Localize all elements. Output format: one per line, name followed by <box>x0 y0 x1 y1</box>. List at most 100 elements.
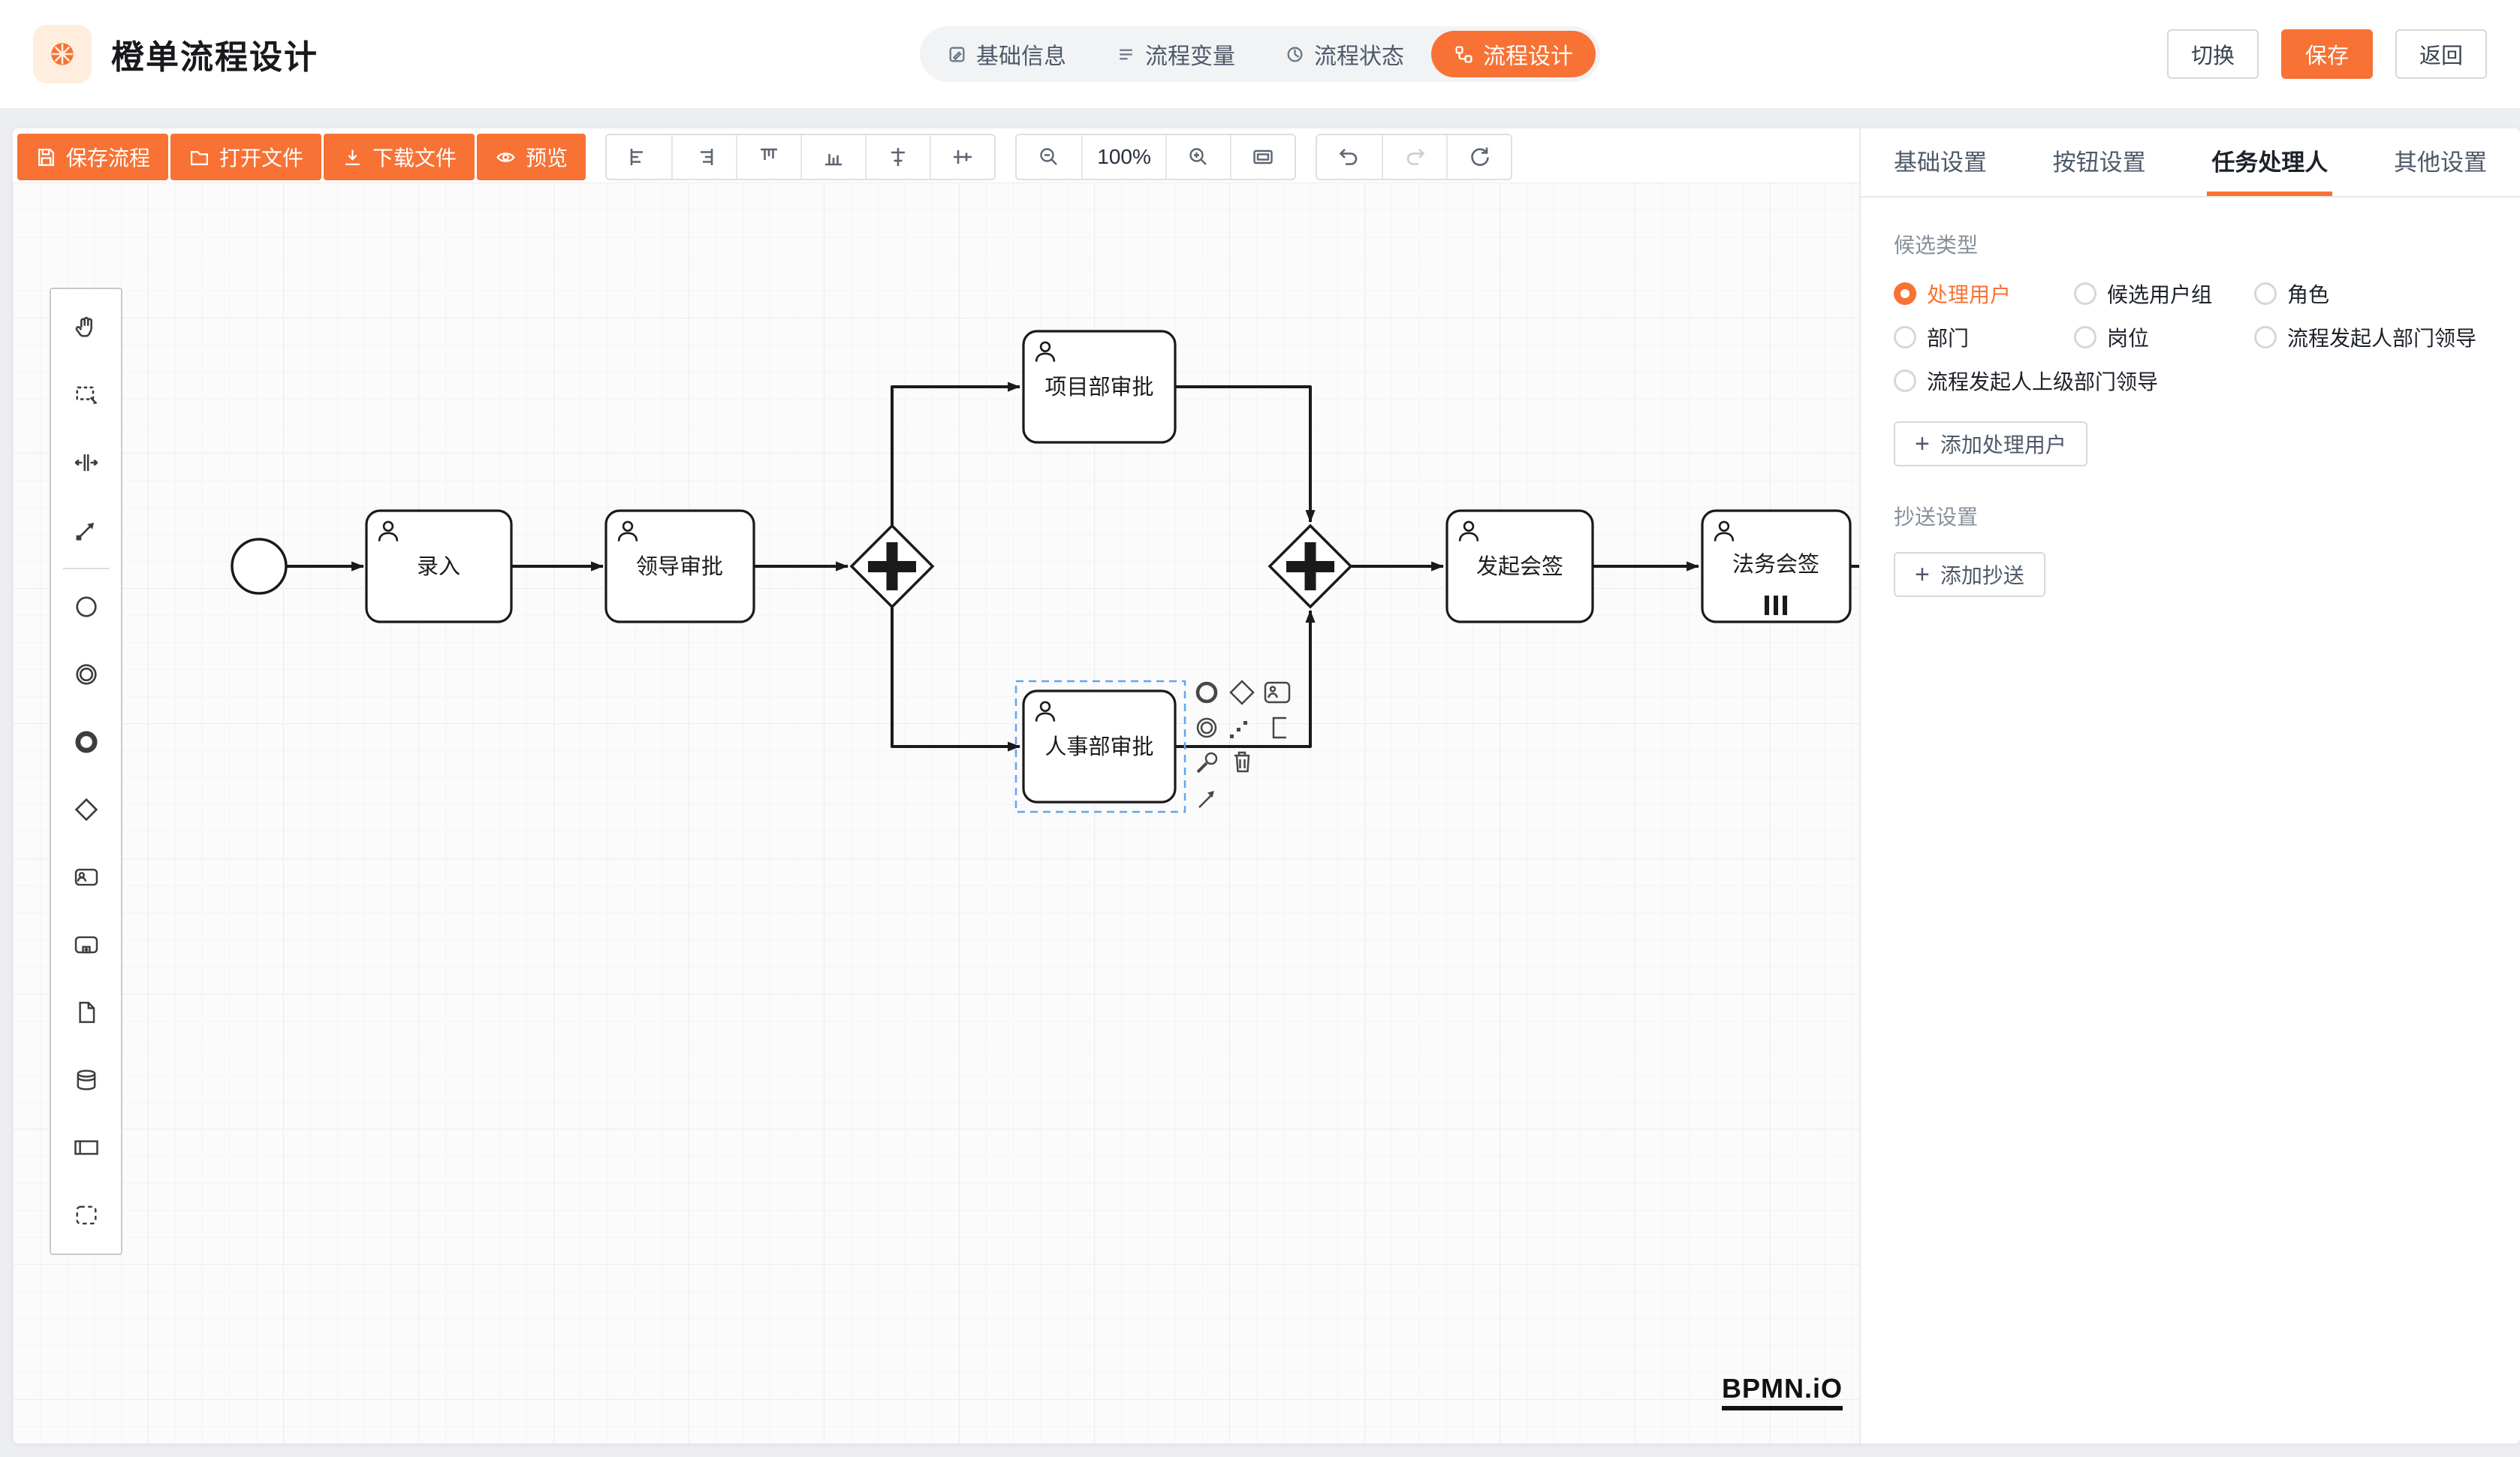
bpmn-io-watermark[interactable]: BPMN.iO <box>1721 1373 1843 1410</box>
parallel-gateway-split[interactable] <box>849 523 935 609</box>
align-center-vertical-button[interactable] <box>930 135 994 179</box>
zoom-out-button[interactable] <box>1017 135 1081 179</box>
nav-flow-variables[interactable]: 流程变量 <box>1093 31 1258 77</box>
radio-icon <box>1894 326 1916 348</box>
sequence-flow[interactable] <box>1176 385 1316 523</box>
create-start-event[interactable] <box>54 573 119 641</box>
download-file-button[interactable]: 下载文件 <box>324 134 475 180</box>
nav-flow-status[interactable]: 流程状态 <box>1262 31 1427 77</box>
align-center-horizontal-button[interactable] <box>865 135 930 179</box>
create-subprocess[interactable] <box>54 911 119 979</box>
undo-button[interactable] <box>1317 135 1382 179</box>
user-task-icon <box>74 868 98 886</box>
radio-handler-user[interactable]: 处理用户 <box>1894 279 2074 309</box>
append-task-icon[interactable] <box>1264 681 1291 704</box>
connect-tool-icon[interactable] <box>1198 791 1214 808</box>
lasso-icon <box>75 386 97 405</box>
tab-button-settings[interactable]: 按钮设置 <box>2052 149 2146 176</box>
sequence-flow[interactable] <box>1176 610 1316 748</box>
save-button[interactable]: 保存 <box>2280 29 2373 79</box>
radio-label: 部门 <box>1927 327 1970 350</box>
task-node-legal-countersign[interactable]: 法务会签 <box>1701 509 1852 623</box>
align-top-button[interactable] <box>736 135 800 179</box>
fit-viewport-button[interactable] <box>1230 135 1295 179</box>
radio-icon <box>1894 370 1916 392</box>
zoom-in-button[interactable] <box>1165 135 1230 179</box>
sequence-flow[interactable] <box>891 382 1020 525</box>
radio-post[interactable]: 岗位 <box>2074 322 2254 352</box>
align-bottom-button[interactable] <box>800 135 865 179</box>
create-document[interactable] <box>54 979 119 1046</box>
tab-task-handler[interactable]: 任务处理人 <box>2207 128 2333 196</box>
task-node-hr-dept-approval[interactable]: 人事部审批 <box>1022 689 1177 804</box>
start-event-node[interactable] <box>231 538 288 595</box>
task-label: 项目部审批 <box>1044 375 1153 400</box>
wrench-icon[interactable] <box>1196 752 1218 774</box>
task-node-entry[interactable]: 录入 <box>365 509 513 623</box>
bpmn-canvas-area[interactable]: 录入 领导审批 项目部审批 人事部审批 <box>13 183 1859 1443</box>
eye-icon <box>496 152 515 162</box>
start-event-icon <box>75 596 97 617</box>
create-gateway[interactable] <box>54 776 119 843</box>
save-flow-button[interactable]: 保存流程 <box>17 134 169 180</box>
sequence-flows <box>287 382 1859 752</box>
tab-basic-settings[interactable]: 基础设置 <box>1894 149 1987 176</box>
radio-candidate-user-group[interactable]: 候选用户组 <box>2074 279 2254 309</box>
open-file-button[interactable]: 打开文件 <box>170 134 322 180</box>
candidate-type-label: 候选类型 <box>1894 234 1979 257</box>
tab-other-settings[interactable]: 其他设置 <box>2393 149 2487 176</box>
element-palette <box>50 288 122 1255</box>
hand-tool[interactable] <box>54 294 119 361</box>
download-file-label: 下载文件 <box>372 146 457 170</box>
sequence-flow[interactable] <box>891 608 1020 752</box>
app-header: 橙单流程设计 基础信息 流程变量 流程状态 流程设计 <box>0 0 2520 110</box>
append-gateway-icon[interactable] <box>1229 680 1255 705</box>
create-user-task[interactable] <box>54 843 119 911</box>
plus-icon: + <box>1915 430 1930 458</box>
create-group[interactable] <box>54 1181 119 1249</box>
append-intermediate-event-icon[interactable] <box>1196 717 1217 738</box>
align-center-horizontal-icon <box>891 148 906 166</box>
create-data-store[interactable] <box>54 1046 119 1114</box>
task-node-project-dept-approval[interactable]: 项目部审批 <box>1022 330 1177 444</box>
align-left-button[interactable] <box>607 135 671 179</box>
text-annotation-icon[interactable] <box>1272 716 1286 739</box>
back-button[interactable]: 返回 <box>2395 29 2487 79</box>
reset-button[interactable] <box>1446 135 1511 179</box>
task-label: 法务会签 <box>1732 552 1819 577</box>
selection-outline <box>1014 680 1186 813</box>
radio-initiator-upper-dept-leader[interactable]: 流程发起人上级部门领导 <box>1894 366 2487 396</box>
add-cc-button[interactable]: + 添加抄送 <box>1894 552 2045 597</box>
hand-icon <box>75 316 92 337</box>
nav-basic-info[interactable]: 基础信息 <box>924 31 1089 77</box>
create-end-event[interactable] <box>54 708 119 776</box>
task-node-initiate-countersign[interactable]: 发起会签 <box>1445 509 1594 623</box>
app-logo-icon <box>33 25 92 83</box>
database-icon <box>77 1069 95 1090</box>
radio-icon <box>1894 282 1916 305</box>
switch-button[interactable]: 切换 <box>2166 29 2259 79</box>
create-intermediate-event[interactable] <box>54 641 119 708</box>
nav-flow-design[interactable]: 流程设计 <box>1431 31 1596 77</box>
add-handler-button[interactable]: + 添加处理用户 <box>1894 421 2087 466</box>
create-participant[interactable] <box>54 1114 119 1181</box>
append-end-event-icon[interactable] <box>1195 681 1218 704</box>
delete-icon[interactable] <box>1234 751 1250 773</box>
doc-edit-icon <box>949 47 965 62</box>
lasso-tool[interactable] <box>54 361 119 429</box>
panel-tabs: 基础设置 按钮设置 任务处理人 其他设置 <box>1861 128 2520 198</box>
radio-icon <box>2074 326 2096 348</box>
task-node-leader-approval[interactable]: 领导审批 <box>604 509 755 623</box>
radio-department[interactable]: 部门 <box>1894 322 2074 352</box>
parallel-gateway-join[interactable] <box>1268 523 1353 609</box>
radio-role[interactable]: 角色 <box>2254 279 2487 309</box>
align-right-button[interactable] <box>671 135 736 179</box>
radio-label: 流程发起人部门领导 <box>2287 327 2477 350</box>
download-icon <box>345 149 360 165</box>
radio-initiator-dept-leader[interactable]: 流程发起人部门领导 <box>2254 322 2487 352</box>
preview-button[interactable]: 预览 <box>477 134 586 180</box>
radio-label: 处理用户 <box>1927 283 2012 306</box>
redo-button[interactable] <box>1382 135 1446 179</box>
space-tool[interactable] <box>54 429 119 496</box>
global-connect-tool[interactable] <box>54 496 119 564</box>
